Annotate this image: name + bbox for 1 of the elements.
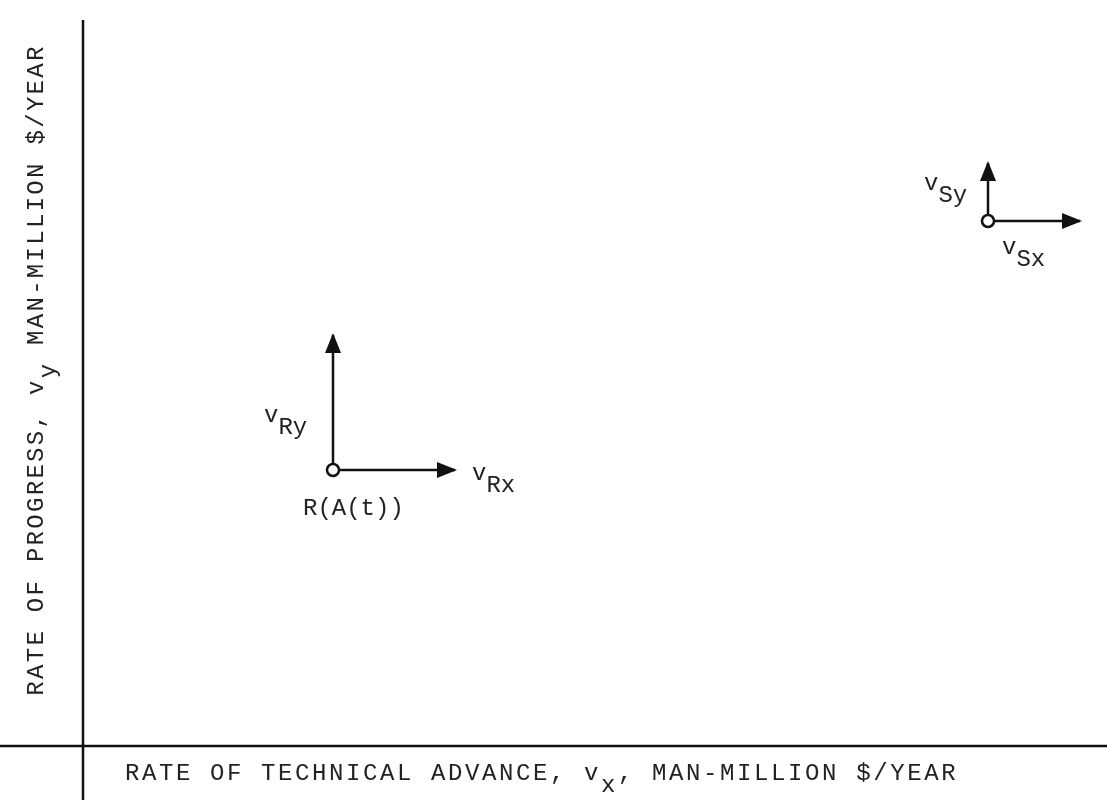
point-label: R(A(t)): [303, 497, 404, 521]
